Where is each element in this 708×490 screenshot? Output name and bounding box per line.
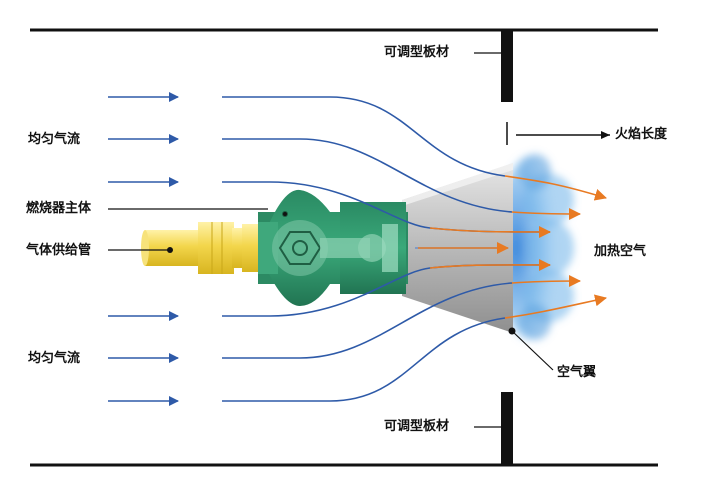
label-burner-body: 燃烧器主体 — [26, 201, 92, 216]
heated-air-arrows — [418, 225, 551, 271]
leader-air-wing — [511, 330, 554, 371]
label-uniform-airflow-bottom: 均匀气流 — [28, 351, 81, 366]
label-gas-supply-pipe: 气体供给管 — [26, 243, 92, 258]
burner-body — [258, 189, 408, 306]
adjustable-plate-top — [501, 30, 513, 102]
uniform-airflow-arrows-left — [108, 92, 179, 406]
label-heated-air: 加热空气 — [594, 244, 647, 259]
label-air-wing: 空气翼 — [557, 365, 597, 380]
gas-supply-pipe — [141, 222, 258, 274]
label-adjustable-plate-top: 可调型板材 — [384, 45, 450, 60]
label-adjustable-plate-bottom: 可调型板材 — [384, 419, 450, 434]
label-uniform-airflow-top: 均匀气流 — [28, 132, 81, 147]
adjustable-plate-bottom — [501, 392, 513, 465]
label-flame-length: 火焰长度 — [615, 127, 668, 142]
